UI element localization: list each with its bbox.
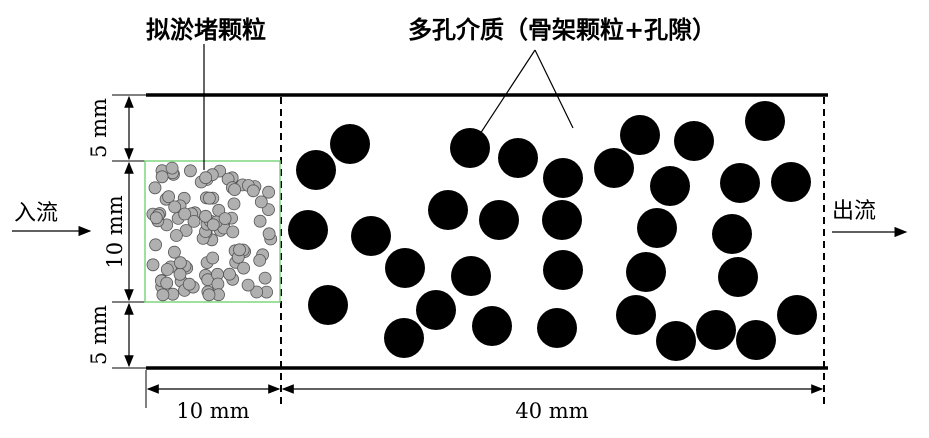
skeleton-particle: [296, 150, 336, 190]
skeleton-particle: [479, 200, 519, 240]
skeleton-particle: [771, 162, 811, 202]
skeleton-particle: [674, 121, 714, 161]
clog-particle: [227, 197, 241, 211]
skeleton-particle: [351, 216, 391, 256]
clog-particle: [149, 211, 163, 225]
skeleton-particle: [626, 252, 666, 292]
clog-particle: [146, 258, 160, 272]
clog-particle: [178, 207, 192, 221]
dim-clog-width-label: 10 mm: [176, 399, 249, 423]
clog-particle: [173, 256, 187, 270]
skeleton-particle: [777, 295, 817, 335]
skeleton-particle: [498, 138, 538, 178]
skeleton-particle: [650, 166, 690, 206]
skeleton-particle: [543, 250, 583, 290]
clog-particle: [167, 245, 181, 259]
clog-particle: [218, 212, 232, 226]
skeleton-particle: [712, 214, 752, 254]
skeleton-particle: [472, 306, 512, 346]
clog-particles-label: 拟淤堵颗粒: [146, 15, 266, 44]
clog-particle: [148, 181, 162, 195]
porous-leader-1: [479, 49, 536, 135]
clog-particle: [183, 164, 197, 178]
porous-media-label: 多孔介质（骨架颗粒+孔隙）: [408, 15, 716, 44]
clog-particle: [228, 183, 242, 197]
skeleton-particle: [450, 128, 490, 168]
skeleton-particle: [594, 148, 634, 188]
skeleton-particle: [288, 210, 328, 250]
skeleton-particle: [736, 320, 776, 360]
skeleton-particle: [745, 101, 785, 141]
skeleton-particle: [696, 310, 736, 350]
clog-particle: [250, 285, 264, 299]
skeleton-particle: [637, 208, 677, 248]
skeleton-particle: [451, 256, 491, 296]
clog-particle: [241, 278, 255, 292]
skeleton-particle: [543, 158, 583, 198]
clog-particle: [199, 171, 213, 185]
dim-middle-label: 10 mm: [103, 195, 127, 268]
dim-top-label: 5 mm: [87, 98, 111, 158]
clog-particle: [246, 184, 260, 198]
clog-particle: [160, 263, 174, 276]
skeleton-particle: [416, 290, 456, 330]
skeleton-particle: [308, 285, 348, 325]
skeleton-particle: [385, 248, 425, 288]
skeleton-particle: [720, 163, 760, 203]
dim-bottom-label: 5 mm: [87, 305, 111, 365]
dim-porous-width-label: 40 mm: [515, 399, 588, 423]
clog-particle: [199, 209, 213, 223]
clog-particle: [211, 277, 225, 291]
clog-particle: [156, 288, 170, 302]
clog-particle: [173, 267, 187, 281]
clog-particle: [149, 238, 163, 252]
skeleton-particle: [428, 190, 468, 230]
clog-particle: [202, 191, 216, 205]
porous-leader-2: [534, 49, 574, 129]
clog-particle: [237, 261, 251, 275]
skeleton-particle: [384, 318, 424, 358]
clog-particle: [162, 190, 176, 204]
clog-particle: [233, 243, 246, 257]
clog-particle: [169, 229, 183, 242]
clog-particle: [262, 185, 276, 199]
clog-particle: [202, 288, 216, 302]
clog-particle: [262, 227, 276, 241]
skeleton-particle: [718, 257, 758, 297]
skeleton-particle: [542, 200, 582, 240]
clog-particle: [223, 267, 236, 281]
clog-particle: [165, 161, 179, 175]
clog-particle: [258, 271, 272, 285]
clog-particle: [182, 277, 196, 291]
clog-particle: [187, 214, 201, 228]
clog-particle: [206, 251, 220, 265]
clog-particle: [155, 170, 169, 184]
skeleton-particle: [330, 124, 370, 164]
skeleton-particle: [656, 321, 696, 361]
clog-particle: [160, 276, 174, 290]
clog-particle: [253, 214, 267, 228]
inflow-label: 入流: [14, 201, 58, 226]
skeleton-particle: [616, 295, 656, 335]
skeleton-particle: [620, 115, 660, 155]
clog-particle: [253, 253, 267, 267]
skeleton-particle: [537, 308, 577, 348]
clog-zone: [144, 160, 281, 303]
clog-particle: [254, 195, 268, 209]
clog-particle: [226, 225, 240, 239]
outflow-label: 出流: [832, 199, 876, 224]
clog-particle: [206, 218, 220, 232]
clog-particle: [168, 200, 182, 214]
